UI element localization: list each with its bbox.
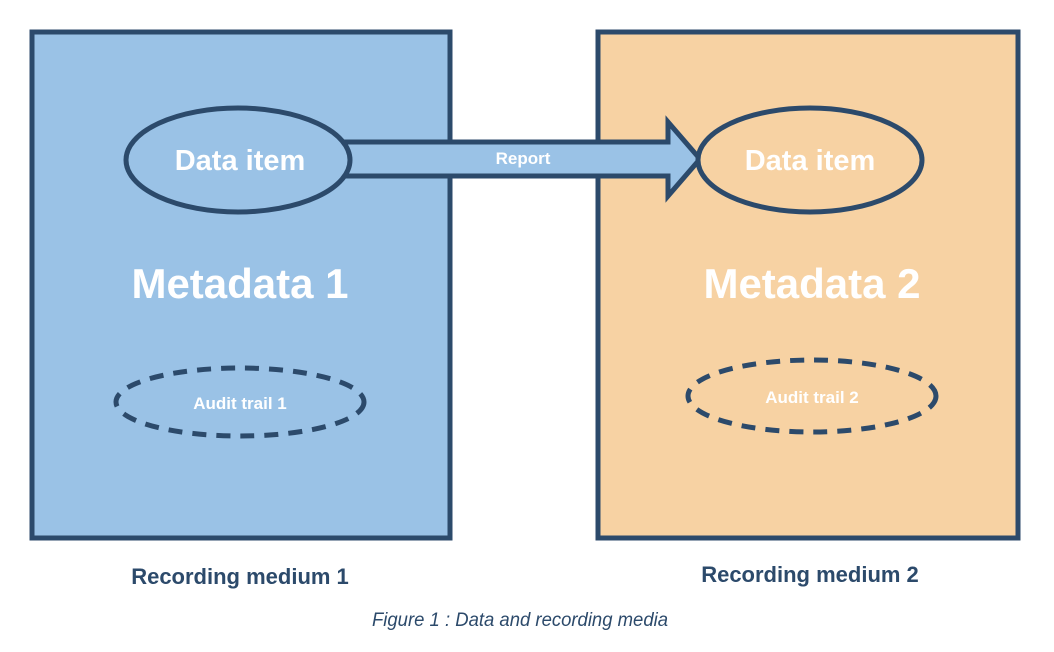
audit-trail-1-label: Audit trail 1 [193, 394, 287, 413]
report-arrow-shape [327, 115, 704, 203]
data-item-1-label: Data item [175, 145, 306, 177]
data-item-2-ellipse [695, 105, 925, 215]
metadata-1-label: Metadata 1 [131, 260, 348, 307]
audit-trail-2-ellipse [685, 357, 939, 435]
recording-medium-2-label: Recording medium 2 [701, 562, 919, 587]
data-item-1: Data item [123, 105, 353, 215]
data-item-2-label: Data item [745, 145, 876, 177]
audit-trail-1-ellipse [113, 365, 367, 439]
data-item-2: Data item [695, 105, 925, 215]
figure-caption: Figure 1 : Data and recording media [372, 610, 668, 631]
recording-medium-1-label: Recording medium 1 [131, 564, 349, 589]
recording-medium-2: Metadata 2 Audit trail 2 [595, 29, 1021, 541]
data-item-1-ellipse [123, 105, 353, 215]
report-arrow: Report [327, 115, 704, 203]
recording-medium-2-box [595, 29, 1021, 541]
metadata-2-label: Metadata 2 [703, 260, 920, 307]
report-arrow-label: Report [496, 149, 551, 168]
audit-trail-2-label: Audit trail 2 [765, 388, 859, 407]
